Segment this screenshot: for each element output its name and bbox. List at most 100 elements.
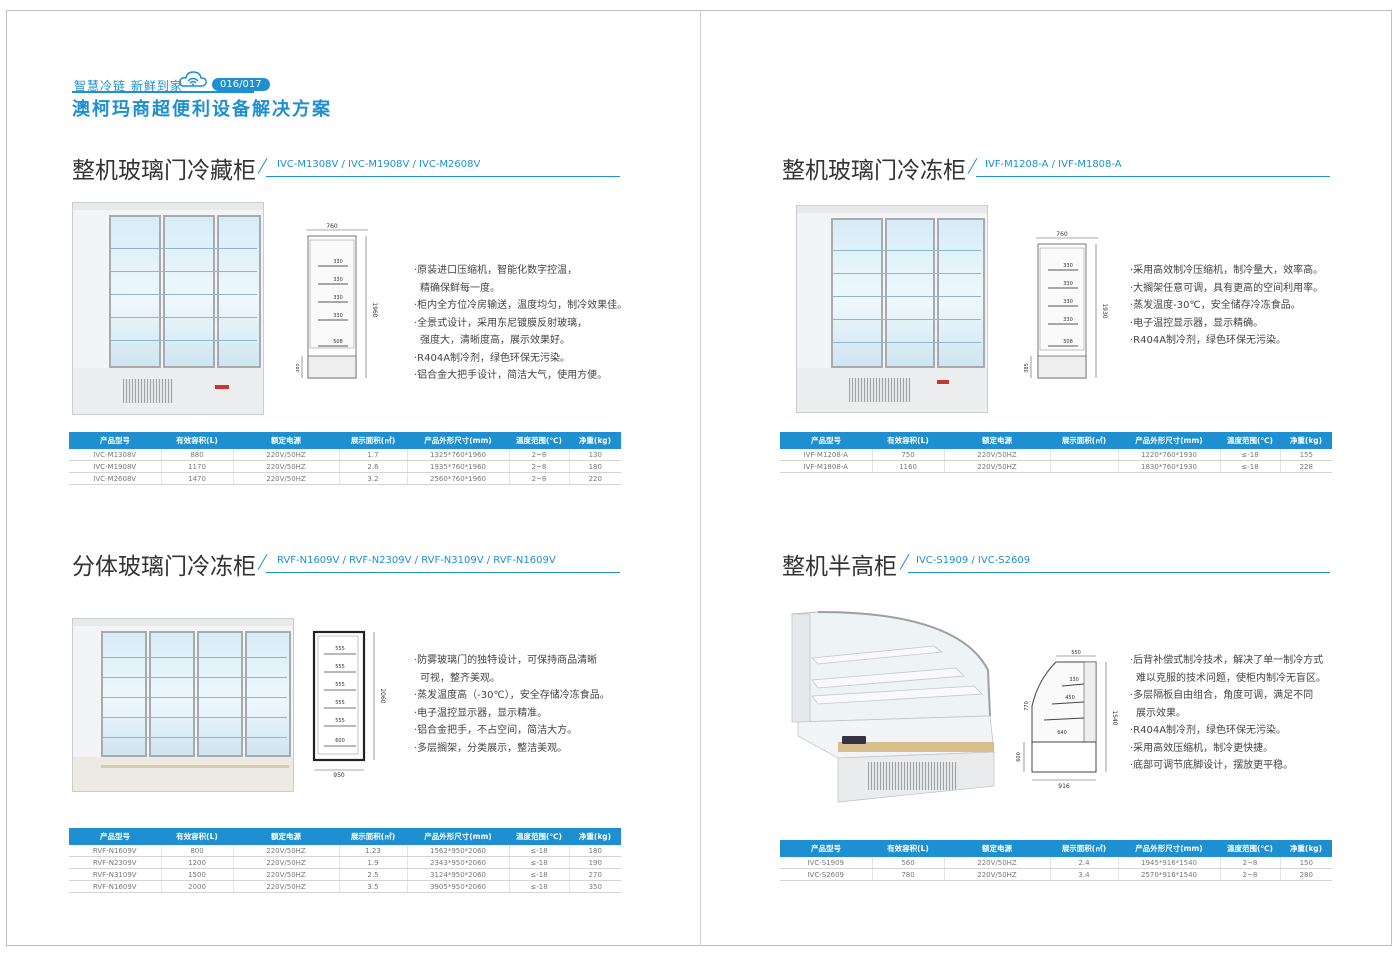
- dim-shelf-label: 330: [333, 259, 343, 265]
- feature-item: ·蒸发温度-30℃，安全储存冷冻食品。: [1130, 300, 1301, 311]
- section-title: 分体玻璃门冷冻柜: [72, 554, 256, 580]
- table-header-row: 产品型号有效容积(L)额定电源展示面积(㎡)产品外形尺寸(mm)温度范围(℃)净…: [69, 432, 621, 449]
- table-header-row: 产品型号有效容积(L)额定电源展示面积(㎡)产品外形尺寸(mm)温度范围(℃)净…: [69, 828, 621, 845]
- dim-width-label: 950: [333, 772, 345, 778]
- product-image-s4: [791, 611, 995, 803]
- feature-item: 强度大，清晰度高，展示效果好。: [420, 335, 570, 346]
- dim-shelf-label: 330: [1063, 317, 1073, 323]
- feature-item: ·电子温控显示器，显示精确。: [1130, 317, 1264, 329]
- dim-base-label: 385: [1024, 363, 1030, 373]
- dim-height-label: 1540: [1111, 710, 1118, 725]
- spec-table-s4: 产品型号有效容积(L)额定电源展示面积(㎡)产品外形尺寸(mm)温度范围(℃)净…: [780, 840, 1332, 881]
- dim-base-label: 385: [296, 363, 301, 373]
- dim-shelf-label: 555: [335, 718, 345, 724]
- section-models: IVF-M1208-A / IVF-M1808-A: [985, 159, 1122, 170]
- section-title: 整机玻璃门冷藏柜: [72, 158, 256, 184]
- feature-item: ·R404A制冷剂，绿色环保无污染。: [1130, 335, 1287, 346]
- dim-base-label: 600: [1016, 752, 1022, 762]
- section-title: 整机半高柜: [782, 554, 897, 580]
- section-models: IVC-M1308V / IVC-M1908V / IVC-M2608V: [277, 159, 481, 170]
- dim-height-label: 1960: [371, 302, 378, 317]
- feature-item: ·R404A制冷剂，绿色环保无污染。: [1130, 725, 1287, 736]
- product-image-s3: [72, 618, 294, 792]
- product-image-s2: [796, 205, 988, 413]
- dim-height-label: 1930: [1101, 303, 1108, 318]
- dim-shelf-label: 330: [1069, 677, 1079, 683]
- feature-item: 难以克服的技术问题，使柜内制冷无盲区。: [1136, 672, 1326, 684]
- dim-shelf-depth-label: 640: [1057, 730, 1067, 736]
- wifi-cloud-icon: [179, 71, 207, 87]
- feature-item: 可视，整齐美观。: [420, 672, 500, 684]
- header-title: 澳柯玛商超便利设备解决方案: [72, 99, 332, 120]
- dim-shelf-label: 555: [335, 700, 345, 706]
- feature-item: ·底部可调节底脚设计，摆放更平稳。: [1130, 760, 1294, 771]
- spec-table-s3: 产品型号有效容积(L)额定电源展示面积(㎡)产品外形尺寸(mm)温度范围(℃)净…: [69, 828, 621, 893]
- section-models: RVF-N1609V / RVF-N2309V / RVF-N3109V / R…: [277, 555, 556, 566]
- feature-list-s3: ·防雾玻璃门的独特设计，可保持商品清晰 可视，整齐美观。 ·蒸发温度高（-30℃…: [414, 652, 610, 757]
- feature-item: ·防雾玻璃门的独特设计，可保持商品清晰: [414, 655, 598, 666]
- feature-item: ·原装进口压缩机，智能化数字控温，: [414, 265, 578, 276]
- feature-item: ·R404A制冷剂，绿色环保无污染。: [414, 352, 571, 364]
- feature-item: 展示效果。: [1136, 707, 1186, 719]
- feature-item: ·多层隔板自由组合，角度可调，满足不同: [1130, 690, 1314, 701]
- feature-item: ·电子温控显示器，显示精准。: [414, 707, 548, 719]
- header-slogan: 智慧冷链 新鲜到家: [74, 79, 183, 93]
- dim-width-label: 760: [326, 223, 338, 230]
- feature-list-s2: ·采用高效制冷压缩机，制冷量大，效率高。 ·大搁架任意可调，具有更高的空间利用率…: [1130, 262, 1323, 350]
- page-number-badge: 016/017: [212, 78, 270, 91]
- feature-item: ·蒸发温度高（-30℃），安全存储冷冻食品。: [414, 690, 610, 701]
- dim-mid-label: 770: [1024, 701, 1030, 711]
- dimension-diagram-s4: 550 330 450 770 640 1540 600 916: [1016, 650, 1118, 790]
- feature-item: ·采用高效制冷压缩机，制冷量大，效率高。: [1130, 265, 1324, 276]
- feature-list-s4: ·后背补偿式制冷技术，解决了单一制冷方式 难以克服的技术问题，使柜内制冷无盲区。…: [1130, 652, 1326, 775]
- product-image-s1: [72, 202, 264, 415]
- dim-width-label: 760: [1056, 231, 1068, 238]
- feature-item: ·铝合金把手，不占空间，简洁大方。: [414, 725, 578, 736]
- feature-item: ·多层搁架，分类展示，整洁美观。: [414, 742, 568, 754]
- dim-shelf-label: 555: [335, 664, 345, 670]
- feature-item: ·大搁架任意可调，具有更高的空间利用率。: [1130, 282, 1324, 294]
- dim-shelf-label: 330: [1063, 299, 1073, 305]
- dim-shelf-label: 600: [335, 738, 345, 744]
- spec-table-s2: 产品型号有效容积(L)额定电源展示面积(㎡)产品外形尺寸(mm)温度范围(℃)净…: [780, 432, 1332, 473]
- dim-shelf-label: 330: [1063, 281, 1073, 287]
- dim-shelf-label: 555: [335, 646, 345, 652]
- dim-shelf-label: 450: [1065, 695, 1075, 701]
- feature-item: ·铝合金大把手设计，简洁大气，使用方便。: [414, 370, 608, 381]
- feature-item: ·后背补偿式制冷技术，解决了单一制冷方式: [1130, 655, 1324, 666]
- dim-shelf-label: 330: [333, 295, 343, 301]
- dimension-diagram-s1: 760 330 330 330 330 508 1960 385: [296, 223, 378, 379]
- dim-top-label: 550: [1071, 650, 1081, 656]
- dimension-diagram-s3: 555 555 555 555 555 600 2060 950: [312, 630, 386, 778]
- dimension-diagram-s2: 760 330 330 330 330 508 1930 385: [1024, 231, 1108, 379]
- table-header-row: 产品型号有效容积(L)额定电源展示面积(㎡)产品外形尺寸(mm)温度范围(℃)净…: [780, 432, 1332, 449]
- header-rule: [72, 91, 254, 93]
- dim-height-label: 2060: [379, 688, 386, 703]
- dim-depth-label: 916: [1058, 783, 1070, 790]
- dim-shelf-label: 508: [1063, 339, 1073, 345]
- section-models: IVC-S1909 / IVC-S2609: [916, 555, 1031, 566]
- dim-shelf-label: 508: [333, 339, 343, 345]
- page-frame: [6, 10, 1392, 946]
- feature-item: 精确保鲜每一度。: [420, 282, 500, 294]
- feature-item: ·柜内全方位冷房输送，温度均匀，制冷效果佳。: [414, 300, 628, 311]
- dim-shelf-label: 330: [1063, 263, 1073, 269]
- page-spine: [700, 10, 701, 946]
- dim-shelf-label: 330: [333, 313, 343, 319]
- feature-item: ·全景式设计，采用东尼镀膜反射玻璃，: [414, 317, 588, 329]
- dim-shelf-label: 555: [335, 682, 345, 688]
- feature-list-s1: ·原装进口压缩机，智能化数字控温， 精确保鲜每一度。 ·柜内全方位冷房输送，温度…: [414, 262, 627, 385]
- dim-shelf-label: 330: [333, 277, 343, 283]
- spec-table-s1: 产品型号有效容积(L)额定电源展示面积(㎡)产品外形尺寸(mm)温度范围(℃)净…: [69, 432, 621, 485]
